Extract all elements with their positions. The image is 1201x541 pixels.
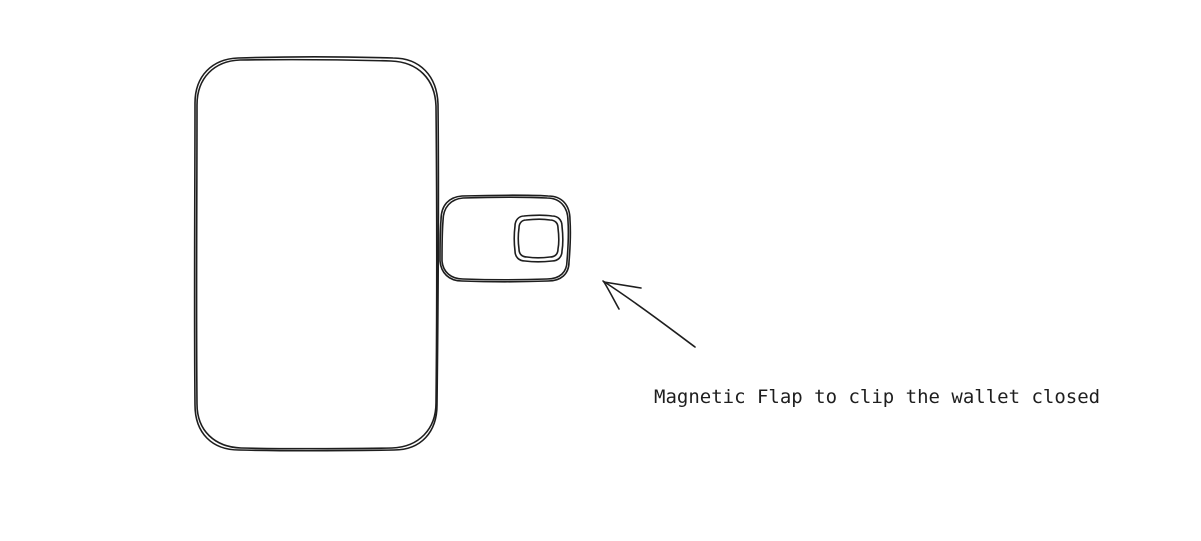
annotation-arrow <box>602 280 696 348</box>
wallet-body <box>193 56 440 452</box>
annotation-label: Magnetic Flap to clip the wallet closed <box>654 386 1100 408</box>
magnet-square <box>513 214 564 263</box>
magnetic-flap <box>439 194 572 283</box>
